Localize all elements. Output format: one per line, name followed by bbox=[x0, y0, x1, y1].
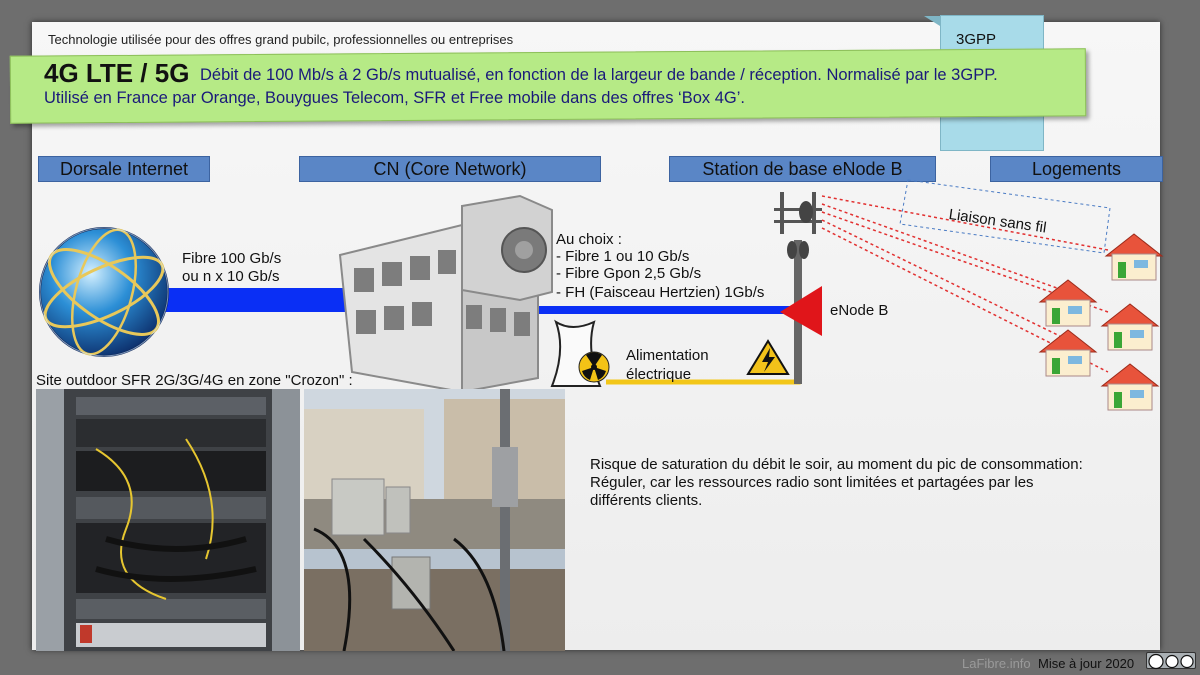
fiber-label-1: Fibre 100 Gb/s bbox=[182, 250, 282, 267]
choice-1: - Fibre 1 ou 10 Gb/s bbox=[556, 248, 690, 265]
house-icon bbox=[1038, 279, 1098, 327]
power-label-1: Alimentation bbox=[626, 347, 709, 364]
footer-brand: LaFibre.info bbox=[962, 656, 1031, 671]
footer-updated: Mise à jour 2020 bbox=[1038, 656, 1135, 671]
core-network-building-icon bbox=[338, 194, 553, 394]
header-homes: Logements bbox=[990, 156, 1163, 182]
banner-line-2: Utilisé en France par Orange, Bouygues T… bbox=[44, 89, 745, 107]
power-plant-icon bbox=[550, 319, 610, 387]
antenna-mast-icon bbox=[774, 192, 822, 384]
banner-line-1: Débit de 100 Mb/s à 2 Gb/s mutualisé, en… bbox=[200, 66, 998, 84]
note-line-1: Risque de saturation du débit le soir, a… bbox=[590, 456, 1083, 473]
enodeb-label: eNode B bbox=[830, 302, 889, 319]
header-core-network: CN (Core Network) bbox=[299, 156, 601, 182]
house-icon bbox=[1100, 303, 1160, 351]
house-icon bbox=[1038, 329, 1098, 377]
page-subtitle: Technologie utilisée pour des offres gra… bbox=[48, 32, 514, 47]
house-icon bbox=[1100, 363, 1160, 411]
wireless-label-frame bbox=[899, 179, 1111, 254]
power-label-2: électrique bbox=[626, 366, 692, 383]
header-base-station: Station de base eNode B bbox=[669, 156, 936, 182]
site-caption: Site outdoor SFR 2G/3G/4G en zone "Crozo… bbox=[36, 372, 353, 389]
choice-3: - FH (Faisceau Hertzien) 1Gb/s bbox=[556, 284, 765, 301]
photo-rooftop-site bbox=[304, 389, 565, 651]
banner-title: 4G LTE / 5G bbox=[44, 58, 190, 88]
note-line-3: différents clients. bbox=[590, 492, 703, 509]
choice-2: - Fibre Gpon 2,5 Gb/s bbox=[556, 265, 702, 282]
backbone-fiber-link bbox=[165, 288, 345, 312]
3gpp-tab-label: 3GPP bbox=[956, 31, 997, 48]
core-to-station-link bbox=[530, 306, 792, 314]
internet-globe-icon bbox=[39, 227, 169, 357]
choice-title: Au choix : bbox=[556, 231, 622, 248]
tab-fold bbox=[924, 16, 940, 26]
note-line-2: Réguler, car les ressources radio sont l… bbox=[590, 474, 1034, 491]
cc-license-icon bbox=[1148, 653, 1194, 670]
cc-license-badge bbox=[1146, 652, 1196, 670]
house-icon bbox=[1104, 233, 1164, 281]
photo-equipment-rack bbox=[36, 389, 300, 651]
header-backbone: Dorsale Internet bbox=[38, 156, 210, 182]
electric-hazard-icon bbox=[746, 339, 790, 375]
fiber-label-2: ou n x 10 Gb/s bbox=[182, 268, 280, 285]
